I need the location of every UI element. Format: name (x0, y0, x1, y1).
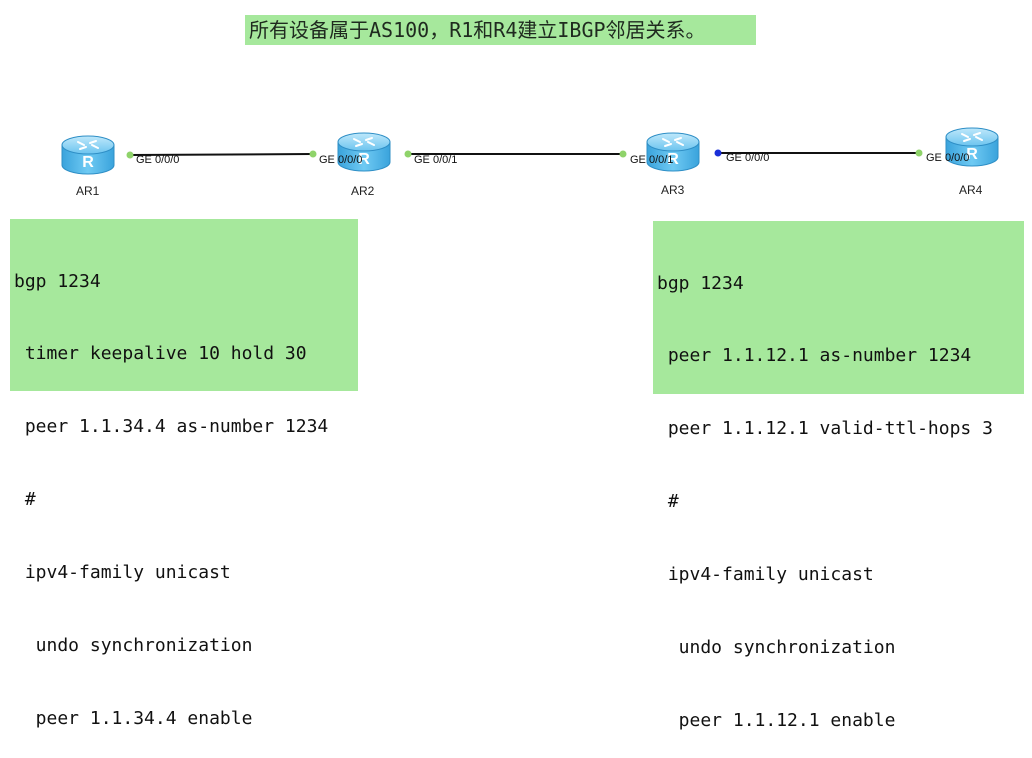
interface-label: GE 0/0/0 (319, 154, 363, 166)
router-icon[interactable] (61, 135, 115, 175)
config-line: peer 1.1.12.1 as-number 1234 (657, 345, 972, 367)
config-line: peer 1.1.12.1 valid-ttl-hops 3 (657, 418, 993, 440)
router-label-ar3: AR3 (661, 183, 685, 197)
config-line: # (14, 489, 36, 511)
interface-label: GE 0/0/1 (414, 154, 458, 166)
link-ar1-ar2 (129, 153, 314, 156)
port-dot (915, 149, 923, 157)
config-line: bgp 1234 (14, 270, 101, 292)
topology-canvas: R (61, 127, 999, 175)
config-line: ipv4-family unicast (14, 562, 231, 584)
router-label-ar2: AR2 (351, 184, 375, 198)
config-line: undo synchronization (657, 637, 896, 659)
interface-label: GE 0/0/0 (136, 154, 180, 166)
config-line: # (657, 491, 679, 513)
port-dot (619, 150, 627, 158)
config-line: undo synchronization (14, 635, 253, 657)
router-label-ar4: AR4 (959, 183, 983, 197)
interface-label: GE 0/0/0 (726, 152, 770, 164)
interface-label: GE 0/0/1 (630, 154, 674, 166)
config-line: ipv4-family unicast (657, 564, 874, 586)
config-line: peer 1.1.12.1 enable (657, 709, 896, 731)
port-dot (309, 150, 317, 158)
port-dot (404, 150, 412, 158)
port-dot (714, 149, 722, 157)
config-line: bgp 1234 (657, 272, 744, 294)
router-label-ar1: AR1 (76, 184, 100, 198)
port-dot (126, 151, 134, 159)
interface-label: GE 0/0/0 (926, 152, 970, 164)
diagram-title: 所有设备属于AS100，R1和R4建立IBGP邻居关系。 (245, 15, 756, 45)
config-line: timer keepalive 10 hold 30 (14, 343, 307, 365)
config-line: peer 1.1.34.4 enable (14, 707, 253, 729)
config-block-ar1: bgp 1234 timer keepalive 10 hold 30 peer… (10, 219, 358, 729)
config-line: peer 1.1.34.4 as-number 1234 (14, 416, 329, 438)
config-block-ar4: bgp 1234 peer 1.1.12.1 as-number 1234 pe… (653, 221, 1024, 731)
